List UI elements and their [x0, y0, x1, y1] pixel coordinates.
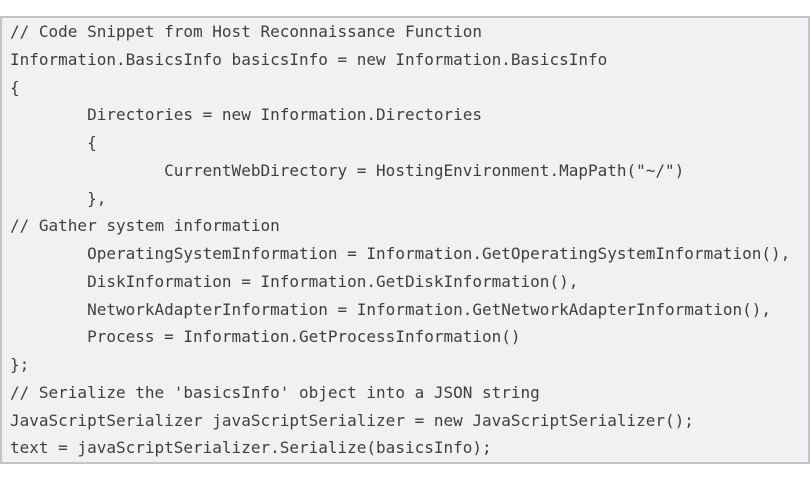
code-line: Directories = new Information.Directorie… — [10, 105, 483, 125]
code-line: { — [10, 133, 97, 152]
code-line: DiskInformation = Information.GetDiskInf… — [10, 271, 579, 291]
code-line: Information.BasicsInfo basicsInfo = new … — [10, 49, 608, 69]
code-line: NetworkAdapterInformation = Information.… — [10, 299, 771, 319]
code-line: text = javaScriptSerializer.Serialize(ba… — [10, 438, 492, 458]
code-line: JavaScriptSerializer javaScriptSerialize… — [10, 410, 694, 430]
code-line: // Code Snippet from Host Reconnaissance… — [10, 22, 483, 41]
code-line: // Gather system information — [10, 216, 280, 236]
code-line: Process = Information.GetProcessInformat… — [10, 327, 521, 347]
code-line: CurrentWebDirectory = HostingEnvironment… — [10, 160, 685, 180]
code-line: }; — [10, 355, 30, 374]
code-line: // Serialize the 'basicsInfo' object int… — [10, 382, 540, 402]
code-line: }, — [10, 188, 107, 208]
code-line: { — [10, 77, 20, 97]
code-snippet-block: // Code Snippet from Host Reconnaissance… — [0, 16, 810, 464]
code-line: OperatingSystemInformation = Information… — [10, 244, 791, 263]
